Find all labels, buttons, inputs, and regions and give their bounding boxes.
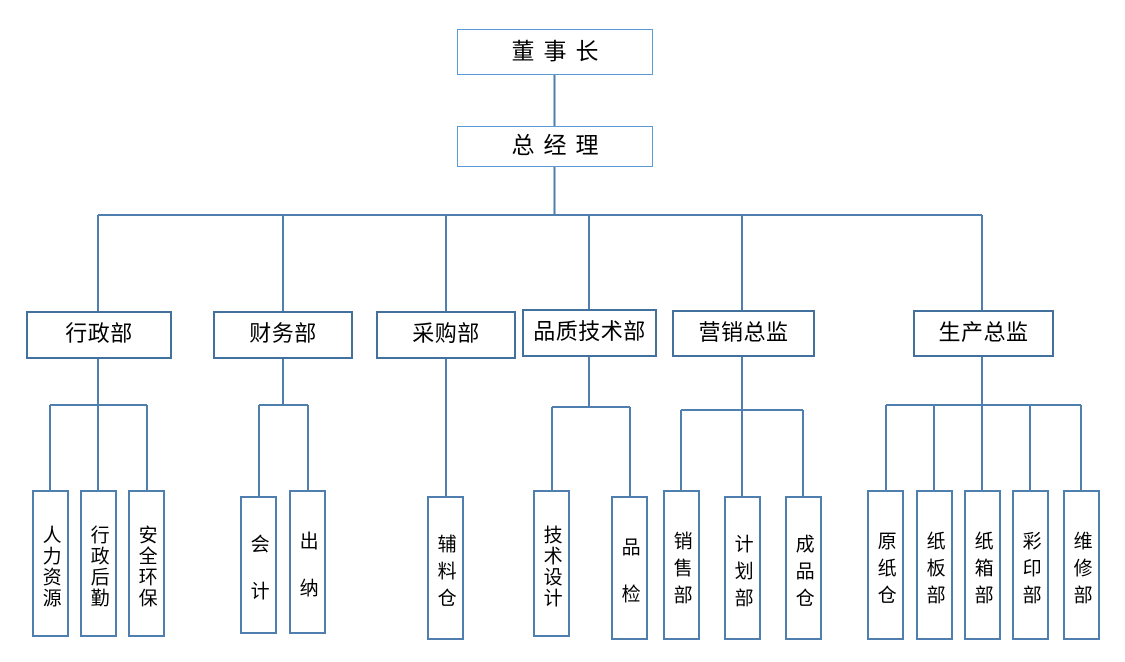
- node-production-director[interactable]: 生产总监: [913, 310, 1054, 357]
- node-purchasing-dept[interactable]: 采购部: [376, 311, 516, 359]
- node-paper-warehouse[interactable]: 原纸仓: [867, 490, 904, 640]
- node-carton-dept[interactable]: 纸箱部: [964, 490, 1001, 640]
- node-accounting[interactable]: 会计: [240, 496, 277, 634]
- node-maintenance-dept[interactable]: 维修部: [1063, 490, 1100, 640]
- node-color-print-dept[interactable]: 彩印部: [1012, 490, 1049, 640]
- node-finance-dept[interactable]: 财务部: [213, 311, 353, 359]
- node-tech-design[interactable]: 技术设计: [533, 490, 570, 637]
- node-admin-dept[interactable]: 行政部: [26, 311, 172, 359]
- node-aux-warehouse[interactable]: 辅料仓: [427, 496, 464, 640]
- node-marketing-director[interactable]: 营销总监: [672, 310, 815, 357]
- node-planning-dept[interactable]: 计划部: [724, 496, 761, 640]
- node-cardboard-dept[interactable]: 纸板部: [916, 490, 953, 640]
- node-admin-logistics[interactable]: 行政后勤: [80, 490, 117, 637]
- node-quality-inspection[interactable]: 品检: [611, 496, 648, 640]
- node-sales-dept[interactable]: 销售部: [663, 490, 700, 640]
- node-cashier[interactable]: 出纳: [289, 490, 326, 634]
- node-hr[interactable]: 人力资源: [32, 490, 69, 637]
- node-chairman[interactable]: 董事长: [457, 29, 653, 75]
- node-finished-warehouse[interactable]: 成品仓: [785, 496, 822, 640]
- node-safety-env[interactable]: 安全环保: [128, 490, 165, 637]
- node-quality-tech-dept[interactable]: 品质技术部: [522, 309, 657, 357]
- node-general-manager[interactable]: 总经理: [457, 126, 653, 167]
